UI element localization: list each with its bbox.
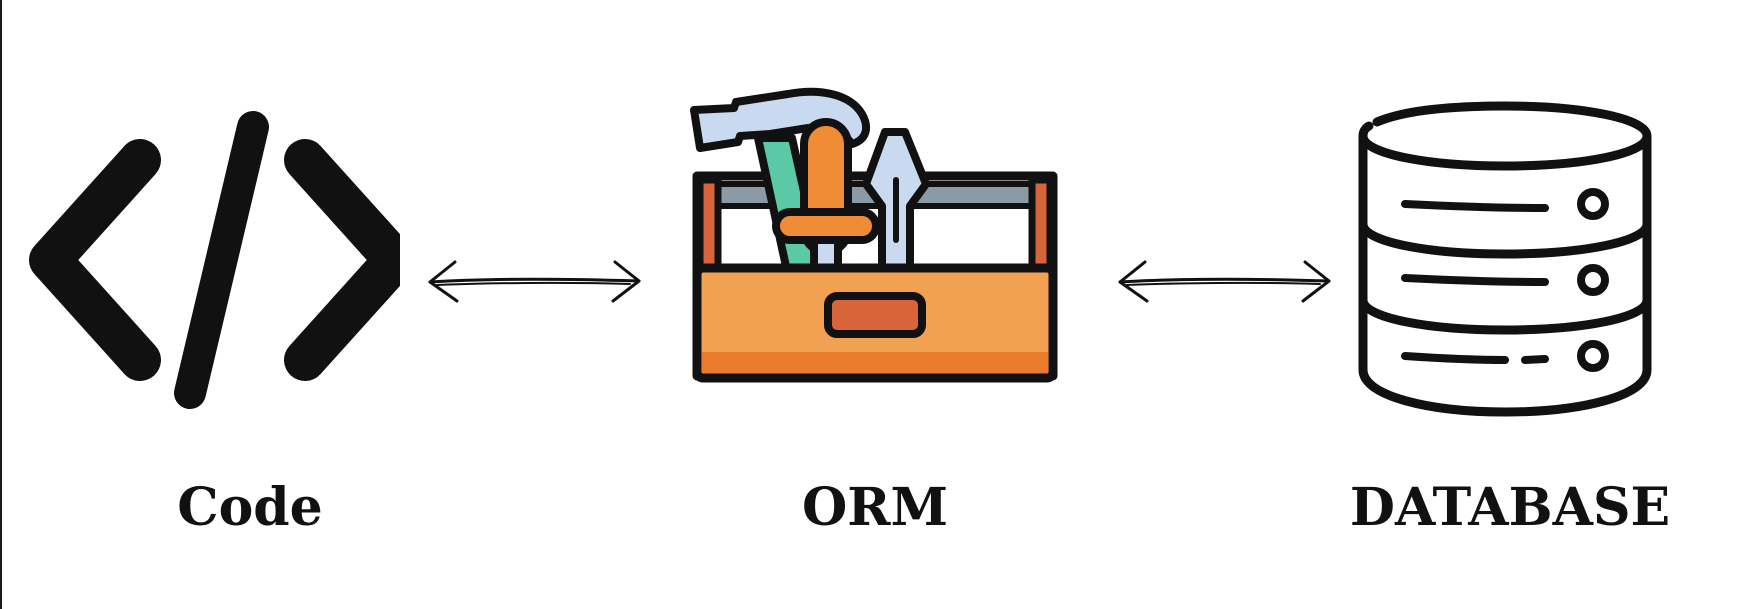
database-node xyxy=(1355,100,1655,420)
toolbox-icon xyxy=(690,87,1058,383)
bidirectional-arrow-icon xyxy=(428,260,641,303)
code-brackets-icon xyxy=(29,111,400,409)
code-node xyxy=(20,110,400,410)
orm-label: ORM xyxy=(801,477,949,538)
arrow-code-orm xyxy=(425,255,645,305)
left-border xyxy=(0,0,2,609)
database-icon xyxy=(1358,101,1652,417)
arrow-orm-database xyxy=(1115,255,1335,305)
database-label: DATABASE xyxy=(1349,477,1671,538)
bidirectional-arrow-icon xyxy=(1118,260,1331,303)
orm-node xyxy=(680,80,1070,440)
code-label: Code xyxy=(177,477,323,538)
